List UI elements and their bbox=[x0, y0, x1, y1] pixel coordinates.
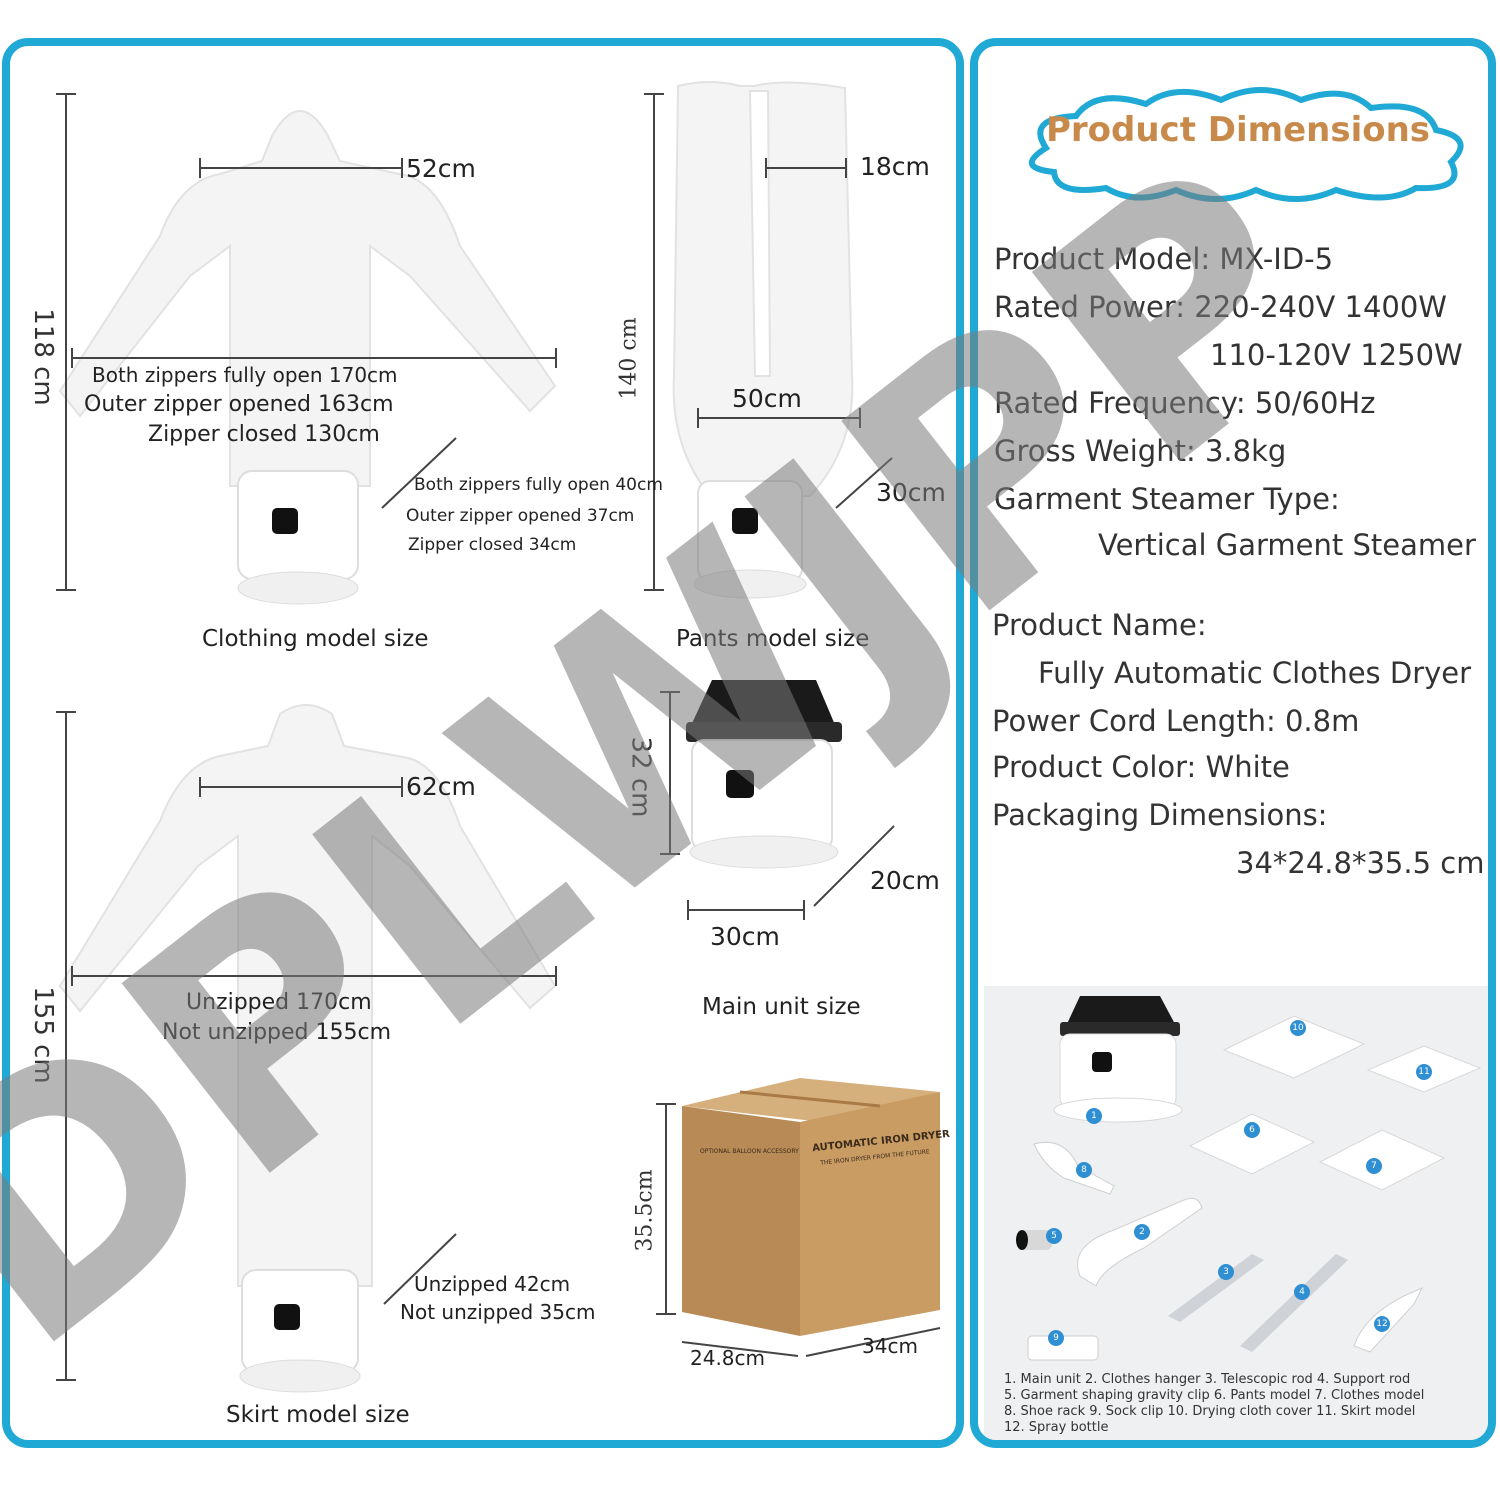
pants-caption: Pants model size bbox=[676, 626, 870, 652]
skirt-waist-line-1: Unzipped 42cm bbox=[414, 1272, 571, 1296]
clothing-waist-line-2: Outer zipper opened 37cm bbox=[406, 506, 635, 526]
part-badge: 3 bbox=[1218, 1264, 1234, 1280]
main-unit-depth-label: 20cm bbox=[870, 866, 940, 895]
part-badge: 8 bbox=[1076, 1162, 1092, 1178]
spec-steamer-type-value: Vertical Garment Steamer bbox=[1098, 528, 1476, 562]
spec-power-alt: 110-120V 1250W bbox=[1210, 338, 1463, 372]
parts-legend-line: 12. Spray bottle bbox=[1004, 1420, 1109, 1435]
clothing-span-line-1: Both zippers fully open 170cm bbox=[92, 363, 398, 387]
spec-cord-length: Power Cord Length: 0.8m bbox=[992, 704, 1360, 738]
part-badge: 1 bbox=[1086, 1108, 1102, 1124]
skirt-waist-line-2: Not unzipped 35cm bbox=[400, 1300, 596, 1324]
clothing-span-line-2: Outer zipper opened 163cm bbox=[84, 392, 394, 417]
main-unit-width-label: 30cm bbox=[710, 922, 780, 951]
main-unit-illustration bbox=[686, 680, 842, 869]
clothing-width-label: 52cm bbox=[406, 154, 476, 183]
skirt-caption: Skirt model size bbox=[226, 1402, 410, 1428]
spec-model: Product Model: MX-ID-5 bbox=[994, 242, 1334, 276]
part-badge: 7 bbox=[1366, 1158, 1382, 1174]
part-badge: 4 bbox=[1294, 1284, 1310, 1300]
part-badge: 6 bbox=[1244, 1122, 1260, 1138]
spec-weight: Gross Weight: 3.8kg bbox=[994, 434, 1287, 468]
spec-product-name: Product Name: bbox=[992, 608, 1207, 642]
spec-frequency: Rated Frequency: 50/60Hz bbox=[994, 386, 1376, 420]
clothing-caption: Clothing model size bbox=[202, 626, 429, 652]
box-depth-label: 34cm bbox=[862, 1334, 918, 1358]
spec-color: Product Color: White bbox=[992, 750, 1290, 784]
part-badge: 10 bbox=[1290, 1020, 1306, 1036]
clothing-waist-line-1: Both zippers fully open 40cm bbox=[414, 475, 663, 495]
parts-illustration bbox=[1016, 996, 1482, 1361]
spec-packaging-value: 34*24.8*35.5 cm bbox=[1236, 846, 1485, 880]
page-title: Product Dimensions bbox=[1045, 110, 1431, 150]
specifications-panel: Product Dimensions Product Model: MX-ID-… bbox=[970, 38, 1496, 1448]
spec-packaging: Packaging Dimensions: bbox=[992, 798, 1328, 832]
skirt-span-line-2: Not unzipped 155cm bbox=[162, 1020, 392, 1045]
box-side-text: OPTIONAL BALLOON ACCESSORY bbox=[700, 1148, 799, 1155]
main-unit-caption: Main unit size bbox=[702, 994, 861, 1020]
box-width-label: 24.8cm bbox=[690, 1346, 766, 1370]
main-unit-height-label: 32 cm bbox=[625, 736, 656, 818]
part-badge: 9 bbox=[1048, 1330, 1064, 1346]
clothing-span-line-3: Zipper closed 130cm bbox=[148, 422, 380, 447]
dimensions-panel: 52cm 118 cm Both zippers fully open 170c… bbox=[2, 38, 964, 1448]
spec-power: Rated Power: 220-240V 1400W bbox=[994, 290, 1447, 324]
part-badge: 12 bbox=[1374, 1316, 1390, 1332]
packaging-box-illustration bbox=[682, 1078, 940, 1336]
clothing-model-illustration bbox=[58, 110, 557, 487]
skirt-span-line-1: Unzipped 170cm bbox=[186, 990, 372, 1015]
parts-legend-line: 1. Main unit 2. Clothes hanger 3. Telesc… bbox=[1004, 1372, 1411, 1387]
title-cloud-badge bbox=[1029, 87, 1464, 202]
skirt-height-label: 155 cm bbox=[27, 986, 58, 1084]
pants-depth-label: 30cm bbox=[876, 478, 946, 507]
spec-steamer-type: Garment Steamer Type: bbox=[994, 482, 1340, 516]
pants-width-label: 50cm bbox=[732, 384, 802, 413]
clothing-height-label: 118 cm bbox=[27, 308, 58, 406]
included-parts: 1 2 3 4 5 6 7 8 9 10 11 12 1. Main unit … bbox=[984, 986, 1488, 1440]
pants-leg-label: 18cm bbox=[860, 152, 930, 181]
skirt-model-illustration bbox=[58, 704, 557, 1287]
part-badge: 11 bbox=[1416, 1064, 1432, 1080]
spec-product-name-value: Fully Automatic Clothes Dryer bbox=[1038, 656, 1472, 690]
parts-legend-line: 8. Shoe rack 9. Sock clip 10. Drying clo… bbox=[1004, 1404, 1416, 1419]
skirt-width-label: 62cm bbox=[406, 772, 476, 801]
box-height-label: 35.5cm bbox=[632, 1169, 658, 1252]
part-badge: 2 bbox=[1134, 1224, 1150, 1240]
pants-height-label: 140 cm bbox=[616, 317, 642, 400]
clothing-waist-line-3: Zipper closed 34cm bbox=[408, 535, 577, 555]
dimension-illustrations bbox=[56, 81, 941, 1393]
pants-model-illustration bbox=[672, 81, 854, 497]
parts-legend-line: 5. Garment shaping gravity clip 6. Pants… bbox=[1004, 1388, 1425, 1403]
part-badge: 5 bbox=[1046, 1228, 1062, 1244]
